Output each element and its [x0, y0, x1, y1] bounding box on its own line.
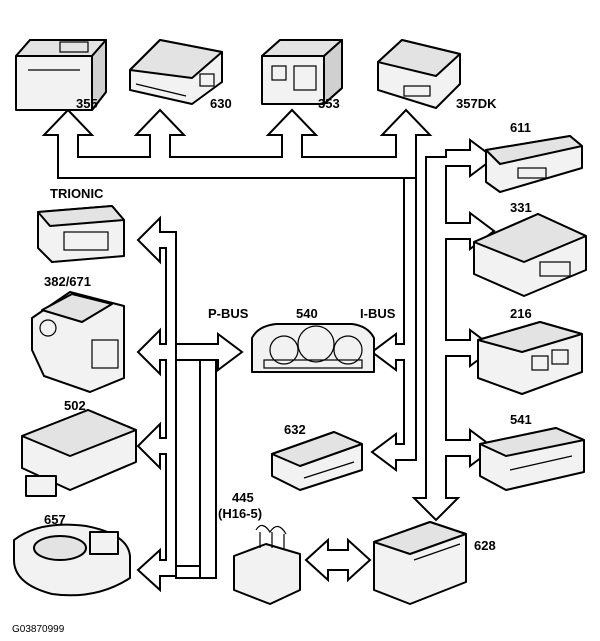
label-382-671: 382/671	[44, 274, 91, 289]
module-657	[13, 523, 131, 597]
label-540: 540	[296, 306, 318, 321]
module-628	[373, 521, 467, 605]
label-657: 657	[44, 512, 66, 527]
label-628: 628	[474, 538, 496, 553]
i-bus-inner-arrow	[370, 177, 417, 472]
module-611	[485, 135, 583, 193]
module-357dk	[377, 39, 461, 109]
figure-code: G03870999	[12, 624, 65, 635]
p-bus-down-arrow	[199, 359, 217, 579]
label-502: 502	[64, 398, 86, 413]
module-355	[15, 39, 107, 111]
label-357dk: 357DK	[456, 96, 497, 111]
module-502	[21, 409, 137, 497]
label-632: 632	[284, 422, 306, 437]
top-bus-arrow	[41, 108, 433, 179]
module-630	[129, 39, 223, 105]
label-trionic: TRIONIC	[50, 186, 104, 201]
diag-link-arrow	[304, 537, 372, 583]
module-216	[477, 321, 583, 395]
label-630: 630	[210, 96, 232, 111]
p-bus-arrow	[136, 215, 177, 593]
label-p-bus: P-BUS	[208, 306, 249, 321]
label-331: 331	[510, 200, 532, 215]
label-611: 611	[510, 120, 531, 135]
p-bus-branch-arrow	[175, 332, 244, 372]
label-h16-5: (H16-5)	[218, 506, 262, 521]
label-445: 445	[232, 490, 254, 505]
module-trionic	[37, 205, 125, 263]
label-216: 216	[510, 306, 532, 321]
module-382-671	[31, 291, 125, 393]
module-540	[251, 323, 375, 373]
i-bus-trunk-arrow	[411, 138, 496, 522]
module-353	[261, 39, 343, 105]
p-bus-lower-arrow	[175, 565, 201, 579]
label-355: 355	[76, 96, 98, 111]
module-331	[473, 213, 587, 297]
module-541	[479, 427, 585, 491]
label-353: 353	[318, 96, 340, 111]
module-445	[233, 524, 301, 605]
label-541: 541	[510, 412, 532, 427]
label-i-bus: I-BUS	[360, 306, 396, 321]
module-632	[271, 431, 363, 491]
